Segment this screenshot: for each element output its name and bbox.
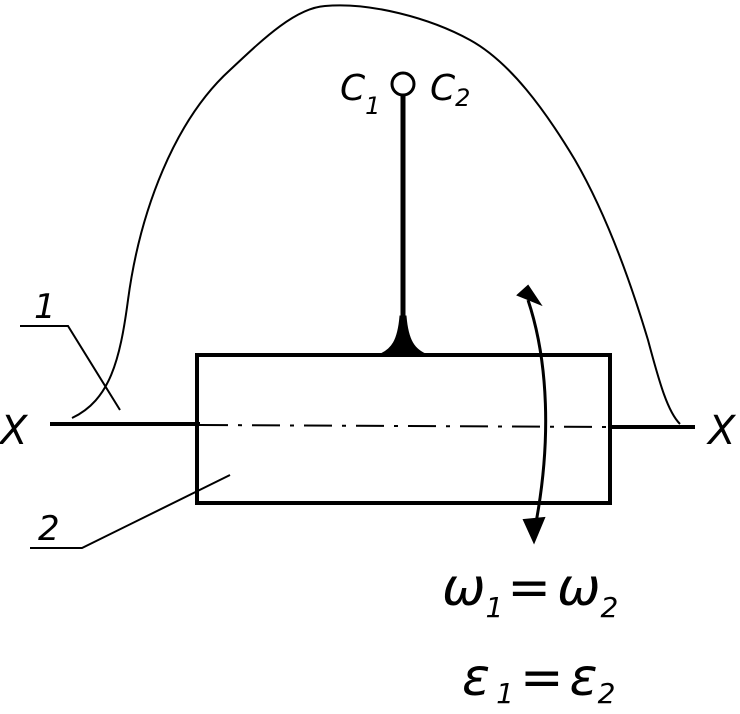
rotating-body-rect [195,353,612,505]
leader-line-1 [20,325,121,411]
omega-eq: = [507,558,551,618]
omega-rhs-sub: 2 [601,591,619,624]
epsilon-eq: = [520,648,564,708]
rotation-arrowhead-top [516,284,543,307]
omega-equation: ω1=ω2 [442,558,618,624]
epsilon-lhs-sub: 1 [496,677,514,710]
c2-sub: 2 [455,84,470,112]
axis-label-left: X [0,408,29,454]
epsilon-rhs-sub: 2 [598,677,616,710]
point-label-c1: C1 [340,68,380,120]
part-2-label: 2 [38,509,60,549]
body-outline [71,4,681,425]
rotation-arrow [526,299,548,529]
axis-label-right: X [706,408,737,454]
omega-lhs: ω [442,558,486,618]
part-1-label: 1 [34,287,56,327]
epsilon-lhs: ε [462,648,490,708]
c1-sub: 1 [365,92,380,120]
omega-lhs-sub: 1 [486,591,504,624]
omega-rhs: ω [557,558,601,618]
axis-centerline [199,424,611,428]
rod-base-fillet [377,315,429,356]
rotation-arrowhead-bottom [522,516,546,545]
c2-base: C [430,68,456,109]
point-label-c2: C2 [430,68,470,112]
epsilon-rhs: ε [570,648,598,708]
c1-base: C [340,68,366,109]
leader-line-2 [30,474,231,549]
point-c-circle [390,71,416,97]
